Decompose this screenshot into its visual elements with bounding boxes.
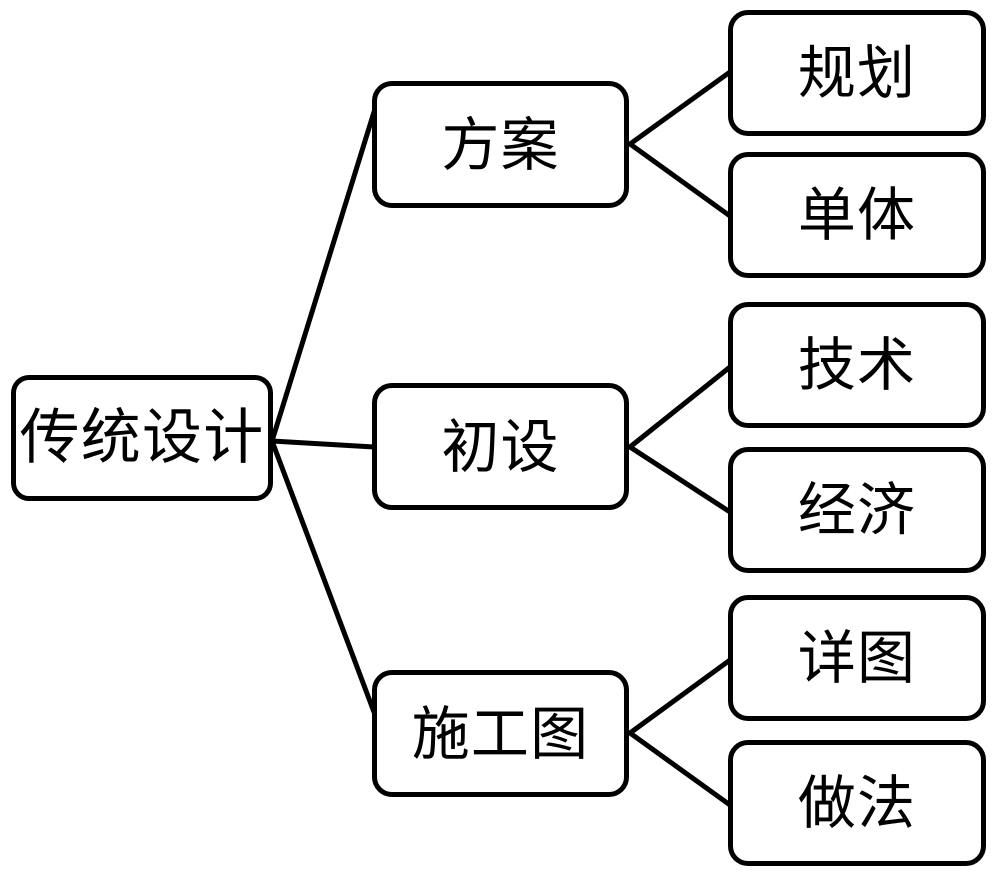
node-branch-preliminary-design[interactable]: 初设 [372, 383, 629, 510]
node-leaf-planning[interactable]: 规划 [728, 10, 986, 136]
node-label: 方案 [441, 110, 560, 179]
node-label: 施工图 [411, 699, 590, 768]
connector-shigongtu-to-zuofa [627, 730, 733, 808]
node-label: 传统设计 [19, 403, 265, 473]
connector-fangan-to-danti [627, 141, 733, 219]
connector-shigongtu-to-xiangtu [627, 657, 733, 736]
node-root-traditional-design[interactable]: 传统设计 [11, 375, 273, 501]
connector-chushe-to-jishu [627, 364, 733, 450]
node-label: 规划 [797, 39, 917, 107]
node-label: 详图 [797, 624, 917, 692]
node-leaf-economic[interactable]: 经济 [728, 447, 986, 573]
node-label: 经济 [797, 476, 917, 544]
connector-chushe-to-jingji [627, 444, 733, 515]
node-label: 技术 [797, 331, 917, 399]
node-leaf-detail-drawing[interactable]: 详图 [728, 595, 986, 721]
node-label: 单体 [797, 181, 917, 249]
node-leaf-technical[interactable]: 技术 [728, 302, 986, 428]
node-branch-scheme[interactable]: 方案 [372, 81, 629, 208]
node-label: 做法 [797, 769, 917, 837]
node-leaf-practice-method[interactable]: 做法 [728, 740, 986, 866]
connector-root-to-chushe [269, 438, 377, 450]
connector-root-to-shigongtu [269, 438, 377, 715]
connector-root-to-fangan [269, 109, 377, 444]
connector-fangan-to-guihua [627, 69, 733, 147]
node-branch-construction-drawing[interactable]: 施工图 [372, 670, 629, 797]
node-leaf-single-building[interactable]: 单体 [728, 152, 986, 278]
node-label: 初设 [441, 412, 560, 481]
